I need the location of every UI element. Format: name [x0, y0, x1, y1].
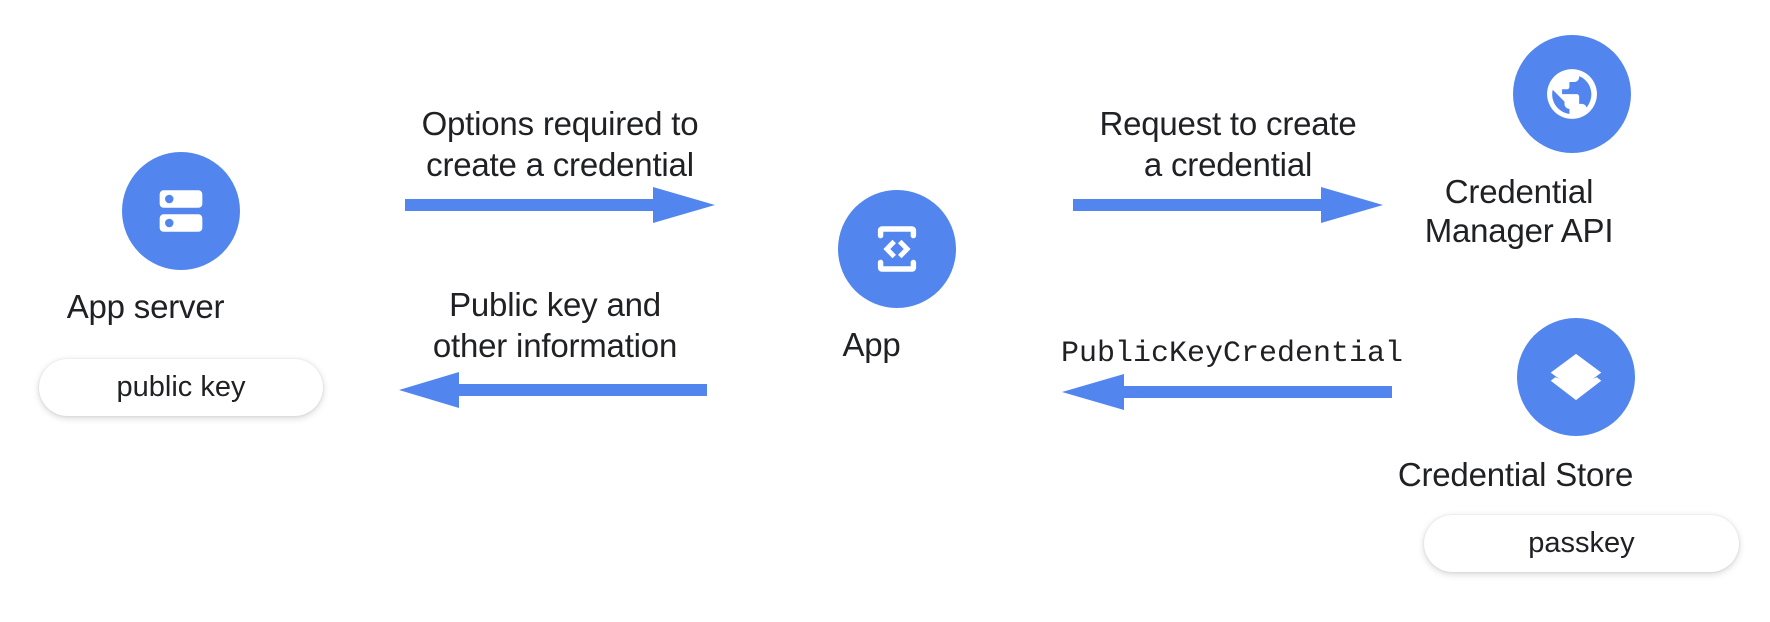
arrow-left-shape — [1062, 374, 1392, 410]
arrow-right-shape — [405, 187, 715, 223]
node-app-server: App server — [67, 152, 240, 327]
arrow-left-shape — [399, 372, 707, 408]
arrow-public-key-and-other-information — [399, 370, 707, 410]
arrow-request-to-create — [1073, 185, 1383, 225]
arrow-publickeycredential — [1062, 372, 1392, 412]
credential-manager-api-circle — [1513, 35, 1631, 153]
badge-public-key-label: public key — [116, 371, 246, 403]
server-icon — [159, 190, 203, 232]
arrow-right-shape — [1073, 187, 1383, 223]
app-circle — [838, 190, 956, 308]
node-label-credential-store: Credential Store — [1397, 456, 1634, 493]
badge-public-key: public key — [39, 359, 323, 416]
credential-store-circle — [1517, 318, 1635, 436]
arrow-label-request-to-create: Request to create a credential — [1099, 105, 1357, 183]
badge-passkey: passkey — [1424, 515, 1739, 572]
arrow-options-required — [405, 185, 715, 225]
node-credential-store: Credential Store — [1398, 318, 1635, 495]
node-credential-manager-api: Credential Manager API — [1425, 35, 1631, 251]
badge-passkey-label: passkey — [1528, 527, 1635, 559]
arrow-label-publickeycredential: PublicKeyCredential — [1060, 337, 1404, 371]
node-label-app: App — [842, 326, 901, 363]
globe-icon — [1547, 69, 1597, 119]
node-app: App — [838, 190, 956, 365]
arrow-label-public-key-and-other-information: Public key and other information — [432, 286, 678, 364]
node-label-app-server: App server — [66, 288, 225, 325]
arrow-label-options-required: Options required to create a credential — [421, 105, 699, 183]
app-code-device-icon — [877, 226, 917, 272]
app-server-circle — [122, 152, 240, 270]
layers-icon — [1550, 353, 1602, 401]
node-label-credential-manager-api: Credential Manager API — [1424, 173, 1614, 249]
